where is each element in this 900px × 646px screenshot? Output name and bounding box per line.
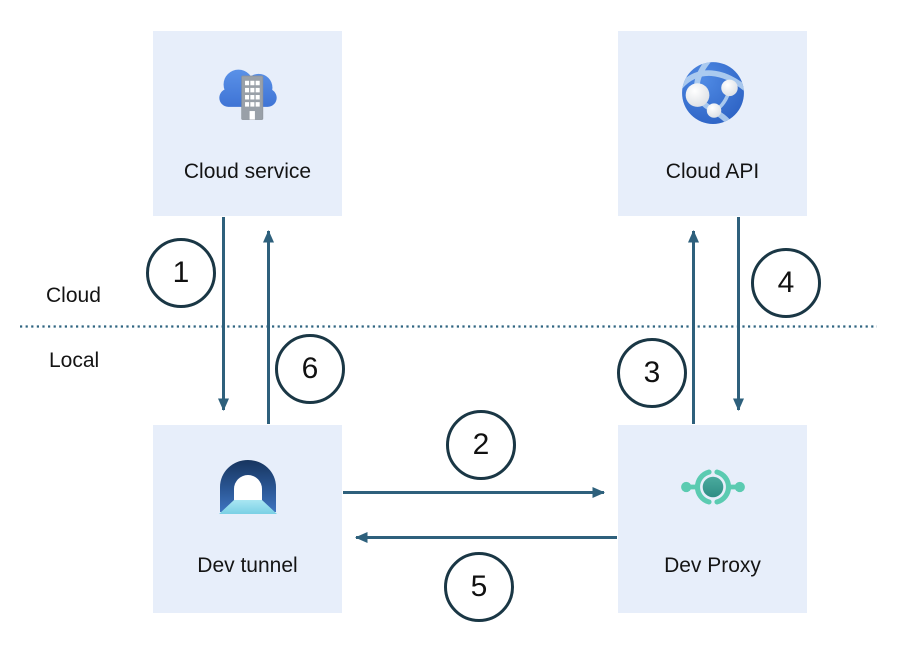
globe-network-icon <box>618 55 807 131</box>
step-badge-3: 3 <box>617 338 687 408</box>
node-label-cloud-api: Cloud API <box>665 160 760 183</box>
step-badge-1: 1 <box>146 238 216 308</box>
node-cloud-service: Cloud service <box>153 31 342 216</box>
node-dev-proxy: Dev Proxy <box>618 425 807 613</box>
node-cloud-api: Cloud API <box>618 31 807 216</box>
node-dev-tunnel: Dev tunnel <box>153 425 342 613</box>
node-label-dev-proxy: Dev Proxy <box>664 554 761 577</box>
node-label-cloud-service: Cloud service <box>183 160 312 183</box>
cloud-building-icon <box>153 55 342 131</box>
zone-label-local: Local <box>49 349 100 372</box>
step-badge-6: 6 <box>275 334 345 404</box>
step-badge-5: 5 <box>444 552 514 622</box>
tunnel-icon <box>153 449 342 525</box>
step-badge-2: 2 <box>446 410 516 480</box>
step-badge-4: 4 <box>751 248 821 318</box>
proxy-target-icon <box>618 449 807 525</box>
node-label-dev-tunnel: Dev tunnel <box>197 554 298 577</box>
zone-label-cloud: Cloud <box>46 284 101 307</box>
